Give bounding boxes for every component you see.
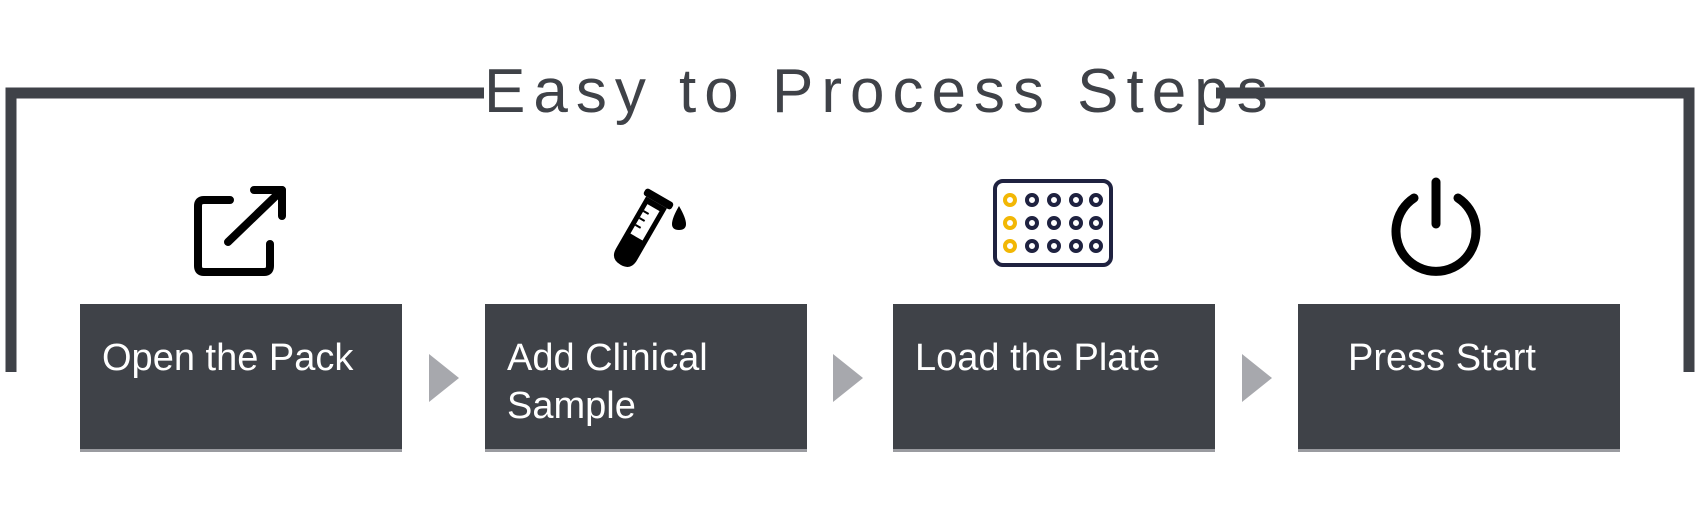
frame-right-line — [1216, 87, 1695, 372]
step-label: Load the Plate — [915, 337, 1161, 379]
external-link-icon — [194, 186, 286, 276]
step-box-add-sample: Add Clinical Sample — [485, 304, 807, 452]
arrow-right-icon — [833, 354, 863, 402]
power-icon — [1391, 177, 1481, 276]
well-plate-icon — [993, 179, 1113, 267]
step-label: Press Start — [1348, 337, 1536, 379]
frame-left-line — [5, 87, 484, 372]
step-box-open-pack: Open the Pack — [80, 304, 402, 452]
arrow-right-icon — [1242, 354, 1272, 402]
diagram-title: Easy to Process Steps — [484, 52, 1268, 132]
step-box-load-plate: Load the Plate — [893, 304, 1215, 452]
step-label: Add Clinical Sample — [507, 337, 708, 427]
arrow-right-icon — [429, 354, 459, 402]
test-tube-drop-icon — [613, 188, 686, 267]
step-box-press-start: Press Start — [1298, 304, 1620, 452]
step-label: Open the Pack — [102, 337, 354, 379]
